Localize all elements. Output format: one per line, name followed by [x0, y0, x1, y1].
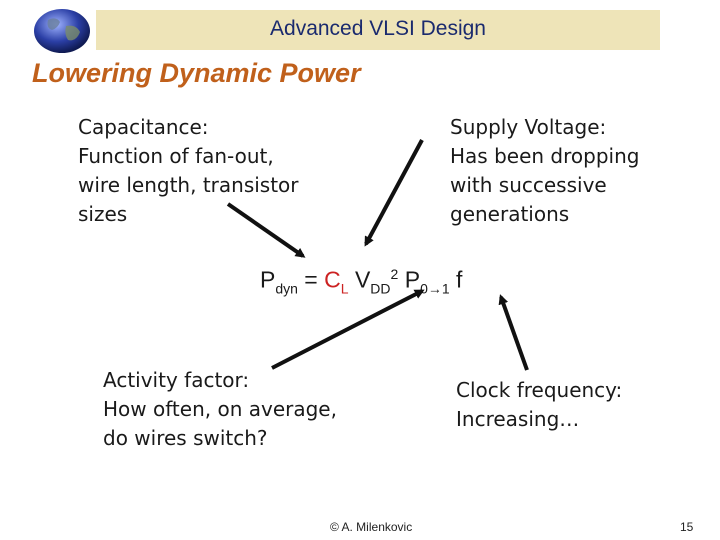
formula-c: C [324, 266, 341, 293]
arrow-activity [271, 289, 425, 370]
clock-line: Increasing… [456, 407, 580, 431]
activity-line: How often, on average, [103, 397, 337, 421]
formula-v: V [348, 266, 371, 293]
header-bar [96, 10, 660, 50]
formula-pa-sub: 0→1 [420, 280, 450, 297]
formula-p: P [260, 266, 276, 293]
supply-voltage-line: Supply Voltage: [450, 115, 607, 139]
arrow-clock [498, 294, 529, 371]
globe-icon [34, 9, 90, 53]
supply-voltage-line: with successive [450, 173, 607, 197]
formula-f: f [449, 266, 463, 293]
capacitance-line: Function of fan-out, [78, 144, 274, 168]
header-title: Advanced VLSI Design [270, 17, 486, 40]
formula-v-sup: 2 [390, 266, 399, 282]
capacitance-line: wire length, transistor [78, 173, 299, 197]
slide-title: Lowering Dynamic Power [32, 58, 361, 88]
footer-author: © A. Milenkovic [330, 520, 413, 534]
clock-block: Clock frequency: Increasing… [456, 376, 622, 434]
page-number: 15 [680, 520, 694, 534]
dynamic-power-formula: Pdyn = CL VDD2 P0→1 f [260, 266, 462, 296]
supply-voltage-line: Has been dropping [450, 144, 640, 168]
supply-voltage-line: generations [450, 202, 570, 226]
formula-v-sub: DD [370, 280, 391, 297]
activity-line: Activity factor: [103, 368, 250, 392]
capacitance-line: Capacitance: [78, 115, 209, 139]
formula-eq: = [297, 266, 325, 293]
arrow-supply-voltage [364, 139, 424, 247]
formula-p-sub: dyn [275, 280, 298, 297]
supply-voltage-block: Supply Voltage: Has been dropping with s… [450, 113, 639, 229]
arrow-capacitance [226, 202, 306, 258]
formula-pa: P [398, 266, 421, 293]
formula-c-sub: L [340, 280, 349, 297]
clock-line: Clock frequency: [456, 378, 623, 402]
capacitance-line: sizes [78, 202, 128, 226]
activity-block: Activity factor: How often, on average, … [103, 366, 337, 453]
activity-line: do wires switch? [103, 426, 268, 450]
capacitance-block: Capacitance: Function of fan-out, wire l… [78, 113, 299, 229]
